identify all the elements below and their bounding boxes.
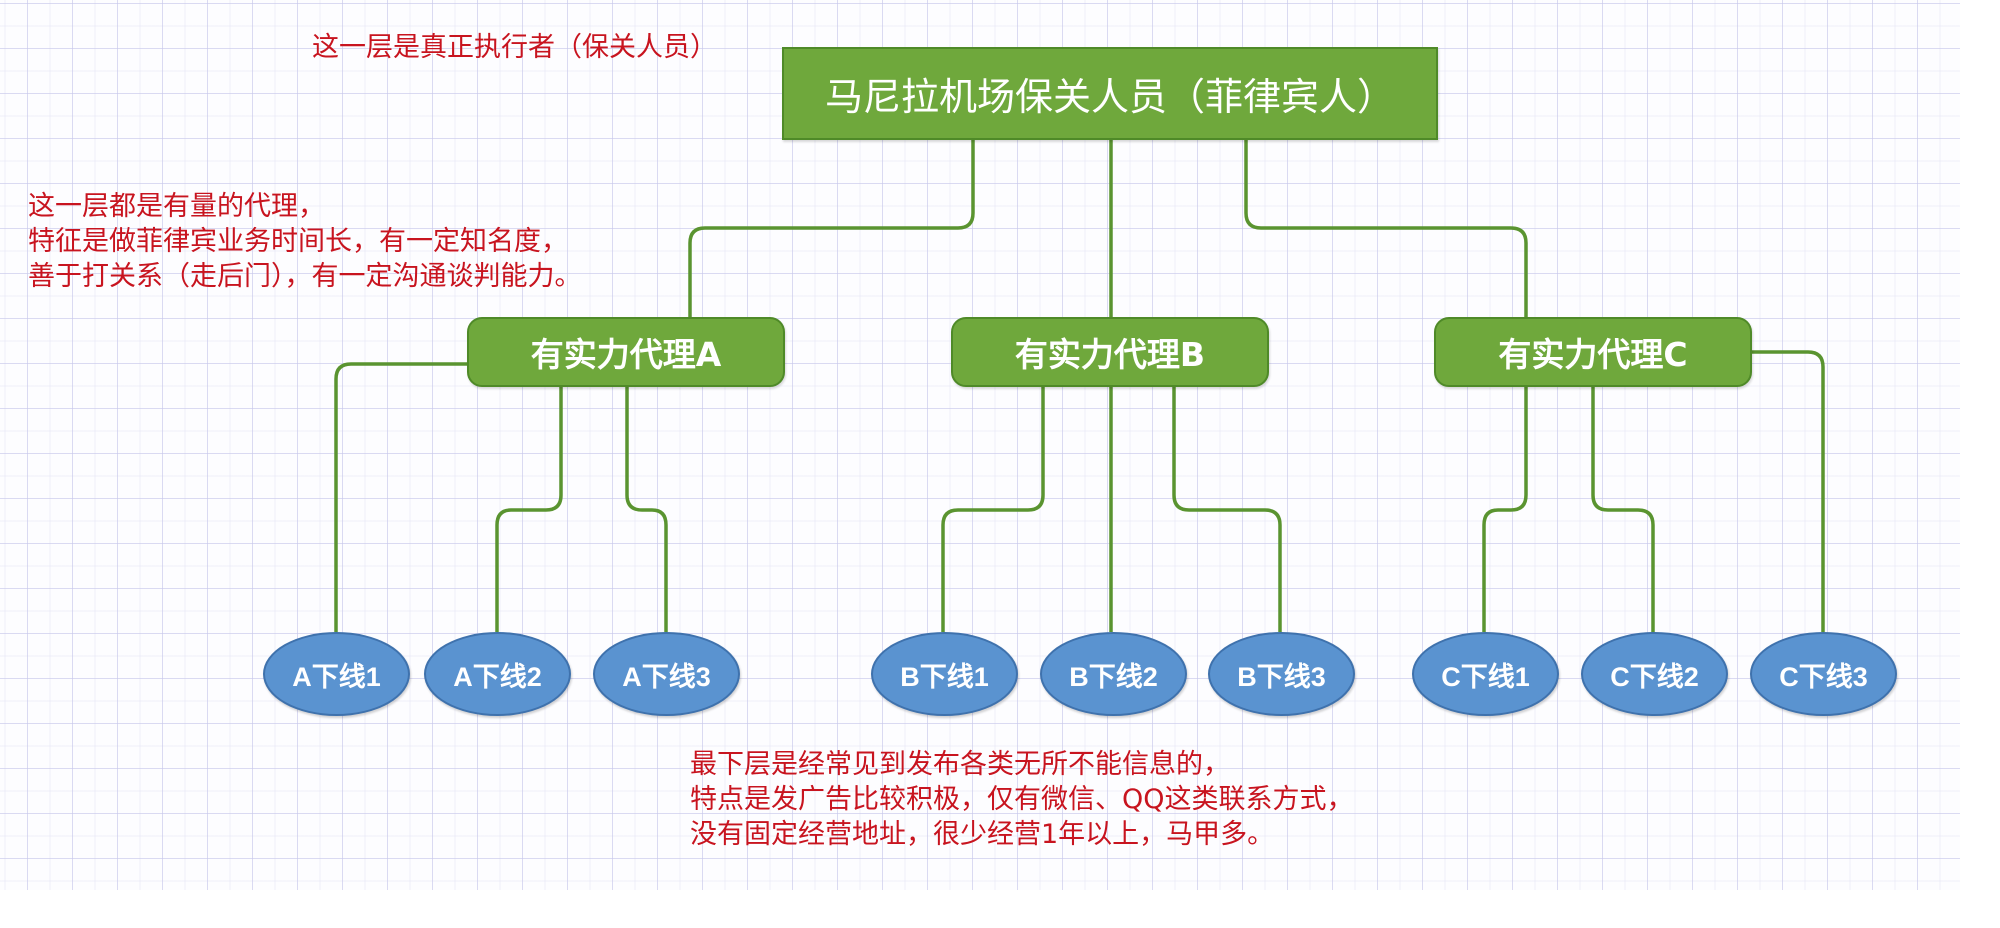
downline-node-label: A下线1: [292, 661, 381, 692]
downline-node-label: C下线3: [1779, 661, 1868, 692]
agent-node-a[interactable]: 有实力代理A: [467, 317, 785, 387]
connector-agent-c-to-downline-3: [1751, 350, 1825, 632]
downline-node-b1[interactable]: B下线1: [871, 632, 1018, 716]
root-node-label: 马尼拉机场保关人员（菲律宾人）: [824, 75, 1395, 119]
annotation-bottom-layer: 最下层是经常见到发布各类无所不能信息的， 特点是发广告比较积极，仅有微信、QQ这…: [690, 747, 1354, 852]
connector-agent-b-to-downline-3: [1172, 385, 1282, 632]
downline-node-c3[interactable]: C下线3: [1750, 632, 1897, 716]
grid-canvas: [0, 0, 1960, 890]
annotation-middle-line: 这一层都是有量的代理，: [28, 191, 325, 222]
connector-agent-c-to-downline-2: [1591, 385, 1655, 632]
downline-node-c1[interactable]: C下线1: [1412, 632, 1559, 716]
connector-root-to-agent-a: [688, 138, 975, 317]
agent-node-c[interactable]: 有实力代理C: [1434, 317, 1752, 387]
annotation-top-layer: 这一层是真正执行者（保关人员）: [312, 32, 717, 63]
downline-node-label: C下线2: [1610, 661, 1699, 692]
agent-node-label: 有实力代理C: [1498, 335, 1688, 374]
annotation-bottom-line: 没有固定经营地址，很少经营1年以上，马甲多。: [690, 819, 1275, 850]
connector-root-to-agent-c: [1244, 138, 1528, 317]
downline-node-a1[interactable]: A下线1: [263, 632, 410, 716]
downline-node-label: C下线1: [1441, 661, 1530, 692]
root-node[interactable]: 马尼拉机场保关人员（菲律宾人）: [782, 47, 1438, 140]
downline-node-a2[interactable]: A下线2: [424, 632, 571, 716]
connector-agent-b-to-downline-1: [941, 385, 1045, 632]
annotation-middle-line: 善于打关系（走后门），有一定沟通谈判能力。: [28, 261, 582, 292]
downline-node-c2[interactable]: C下线2: [1581, 632, 1728, 716]
annotation-bottom-line: 特点是发广告比较积极，仅有微信、QQ这类联系方式，: [690, 784, 1354, 815]
connector-agent-c-to-downline-1: [1482, 385, 1528, 632]
connector-agent-a-to-downline-1: [334, 362, 467, 632]
downline-node-label: B下线3: [1237, 661, 1326, 692]
annotation-middle-layer: 这一层都是有量的代理， 特征是做菲律宾业务时间长，有一定知名度， 善于打关系（走…: [28, 189, 582, 294]
downline-node-label: B下线2: [1069, 661, 1158, 692]
downline-node-label: A下线3: [622, 661, 711, 692]
agent-node-b[interactable]: 有实力代理B: [951, 317, 1269, 387]
connector-agent-a-to-downline-3: [625, 385, 668, 632]
downline-node-label: B下线1: [900, 661, 989, 692]
downline-node-b2[interactable]: B下线2: [1040, 632, 1187, 716]
annotation-middle-line: 特征是做菲律宾业务时间长，有一定知名度，: [28, 226, 568, 257]
connector-agent-a-to-downline-2: [495, 385, 563, 632]
agent-node-label: 有实力代理A: [530, 335, 722, 374]
downline-node-a3[interactable]: A下线3: [593, 632, 740, 716]
downline-node-label: A下线2: [453, 661, 542, 692]
agent-node-label: 有实力代理B: [1014, 335, 1206, 374]
annotation-bottom-line: 最下层是经常见到发布各类无所不能信息的，: [690, 749, 1230, 780]
downline-node-b3[interactable]: B下线3: [1208, 632, 1355, 716]
